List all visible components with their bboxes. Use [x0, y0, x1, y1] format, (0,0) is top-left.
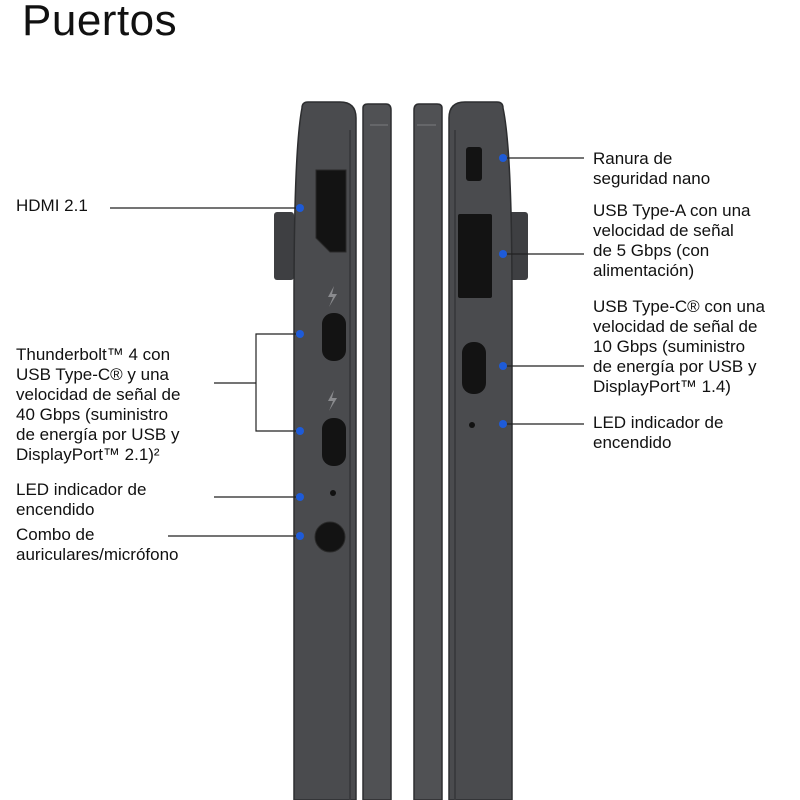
- thunderbolt-icon: [328, 390, 337, 411]
- callout-dot: [296, 330, 304, 338]
- right-side-view: [413, 101, 528, 800]
- callout-usb-a: USB Type-A con una velocidad de señal de…: [593, 201, 751, 280]
- power-led: [330, 490, 336, 496]
- callout-dots: [296, 154, 507, 540]
- usb-c-port: [322, 418, 346, 466]
- callout-dot: [499, 420, 507, 428]
- callout-power-led-left: LED indicador de encendido: [16, 480, 147, 519]
- right-base: [448, 101, 513, 800]
- left-leader-lines: [110, 207, 296, 537]
- callout-dot: [296, 532, 304, 540]
- right-hinge: [508, 212, 528, 280]
- right-lid: [413, 103, 443, 800]
- callout-dot: [499, 250, 507, 258]
- callout-dot: [499, 362, 507, 370]
- callout-dot: [296, 427, 304, 435]
- left-side-view: [274, 101, 392, 800]
- usb-a-port: [458, 214, 492, 298]
- callout-power-led-right: LED indicador de encendido: [593, 413, 724, 452]
- usb-c-port: [322, 313, 346, 361]
- thunderbolt-icon: [328, 286, 337, 307]
- audio-jack: [314, 521, 346, 553]
- callout-usb-c-right: USB Type-C® con una velocidad de señal d…: [593, 297, 765, 396]
- hdmi-port: [315, 169, 347, 253]
- callout-thunderbolt: Thunderbolt™ 4 con USB Type-C® y una vel…: [16, 345, 181, 464]
- callout-security-slot: Ranura de seguridad nano: [593, 149, 711, 188]
- callout-hdmi: HDMI 2.1: [16, 196, 88, 215]
- page-title: Puertos: [22, 0, 178, 45]
- callout-dot: [296, 204, 304, 212]
- usb-c-port: [462, 342, 486, 394]
- callout-dot: [296, 493, 304, 501]
- left-lid: [362, 103, 392, 800]
- right-leader-lines: [506, 157, 584, 425]
- callout-dot: [499, 154, 507, 162]
- security-slot: [466, 147, 482, 181]
- left-hinge: [274, 212, 294, 280]
- power-led: [469, 422, 475, 428]
- callout-audio-combo: Combo de auriculares/micrófono: [16, 525, 179, 564]
